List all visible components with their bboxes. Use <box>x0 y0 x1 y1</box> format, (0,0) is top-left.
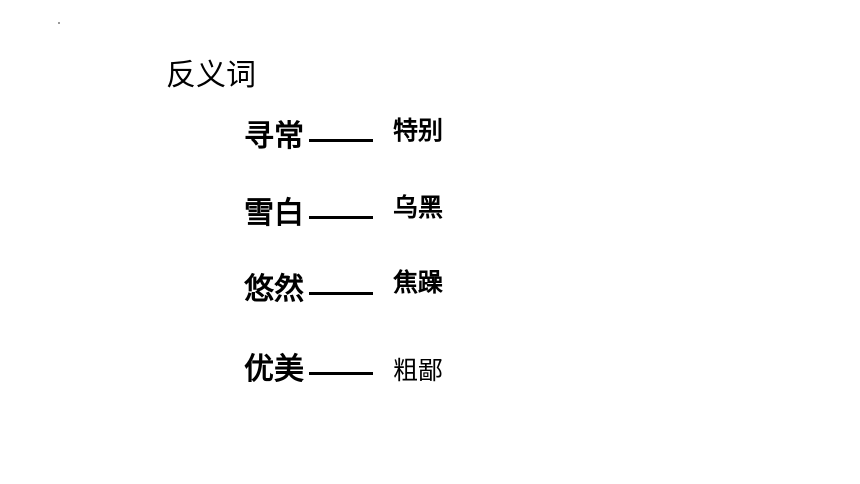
corner-mark <box>58 22 60 24</box>
pair-answer: 乌黑 <box>393 193 444 222</box>
pair-dash <box>309 216 373 219</box>
antonym-pair: 优美 粗鄙 <box>0 346 860 396</box>
pair-word: 优美 <box>244 352 304 387</box>
slide-title: 反义词 <box>166 58 256 93</box>
antonym-pair: 寻常 特别 <box>0 113 860 163</box>
pair-dash <box>309 372 373 375</box>
pair-word: 悠然 <box>244 272 304 307</box>
antonym-pair: 雪白 乌黑 <box>0 190 860 240</box>
pair-answer: 特别 <box>393 116 444 145</box>
pair-answer: 焦躁 <box>393 268 444 297</box>
pair-word: 雪白 <box>244 196 304 231</box>
pair-word: 寻常 <box>244 119 304 154</box>
pair-answer: 粗鄙 <box>393 356 444 385</box>
pair-dash <box>309 139 373 142</box>
pair-dash <box>309 292 373 295</box>
antonym-pair: 悠然 焦躁 <box>0 266 860 316</box>
